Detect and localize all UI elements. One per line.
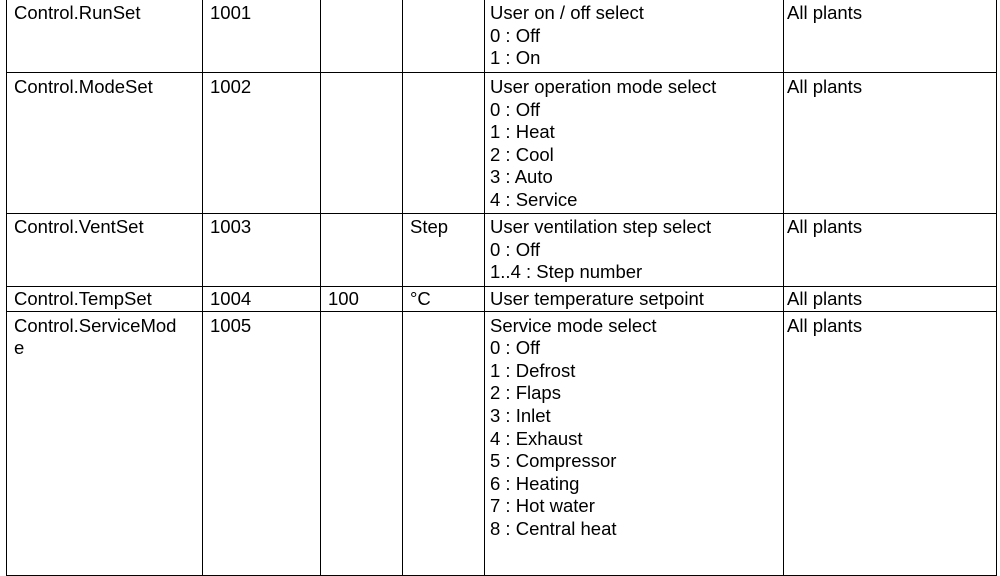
register-applies: All plants xyxy=(783,286,997,312)
description-line: User on / off select xyxy=(490,2,644,23)
register-description: User operation mode select 0 : Off 1 : H… xyxy=(484,72,784,214)
register-name: Control.ServiceMod e xyxy=(6,310,203,576)
description-line: 2 : Flaps xyxy=(490,382,561,404)
register-name: Control.TempSet xyxy=(6,286,203,312)
register-applies: All plants xyxy=(783,310,997,576)
table-row: Control.ModeSet 1002 User operation mode… xyxy=(6,72,997,214)
register-factor xyxy=(320,72,403,214)
register-name: Control.RunSet xyxy=(6,0,203,73)
register-name-line: Control.ServiceMod xyxy=(14,314,177,336)
register-description: User ventilation step select 0 : Off 1..… xyxy=(484,213,784,287)
register-factor xyxy=(320,213,403,287)
description-line: 1 : On xyxy=(490,47,541,69)
register-unit xyxy=(402,0,485,73)
register-factor xyxy=(320,310,403,576)
description-line: User ventilation step select xyxy=(490,216,712,237)
register-unit: Step xyxy=(402,213,485,287)
register-table: Control.RunSet 1001 User on / off select… xyxy=(6,0,997,576)
description-line: 5 : Compressor xyxy=(490,450,617,472)
table-row: Control.TempSet 1004 100 °C User tempera… xyxy=(6,286,997,312)
register-description: User on / off select 0 : Off 1 : On xyxy=(484,0,784,73)
description-line: 4 : Service xyxy=(490,188,578,210)
register-address: 1001 xyxy=(202,0,321,73)
register-address: 1002 xyxy=(202,72,321,214)
description-line: 4 : Exhaust xyxy=(490,427,583,449)
table-row: Control.VentSet 1003 Step User ventilati… xyxy=(6,213,997,287)
register-name: Control.ModeSet xyxy=(6,72,203,214)
description-line: User operation mode select xyxy=(490,76,717,97)
description-line: 1 : Defrost xyxy=(490,359,576,381)
description-line: 1 : Heat xyxy=(490,121,555,143)
register-description: Service mode select 0 : Off 1 : Defrost … xyxy=(484,310,784,576)
table-row: Control.RunSet 1001 User on / off select… xyxy=(6,0,997,73)
description-line: 3 : Auto xyxy=(490,166,553,188)
register-factor: 100 xyxy=(320,286,403,312)
description-line: 3 : Inlet xyxy=(490,404,551,426)
register-unit: °C xyxy=(402,286,485,312)
register-description: User temperature setpoint xyxy=(484,286,784,312)
register-address: 1003 xyxy=(202,213,321,287)
register-applies: All plants xyxy=(783,213,997,287)
description-line: 1..4 : Step number xyxy=(490,261,643,283)
register-factor xyxy=(320,0,403,73)
table-row: Control.ServiceMod e 1005 Service mode s… xyxy=(6,310,997,576)
register-applies: All plants xyxy=(783,72,997,214)
register-unit xyxy=(402,72,485,214)
register-name-line: e xyxy=(14,337,25,359)
register-address: 1004 xyxy=(202,286,321,312)
description-line: User temperature setpoint xyxy=(490,288,704,309)
description-line: 0 : Off xyxy=(490,238,541,260)
description-line: 0 : Off xyxy=(490,337,541,359)
register-name: Control.VentSet xyxy=(6,213,203,287)
description-line: 0 : Off xyxy=(490,98,541,120)
description-line: 2 : Cool xyxy=(490,143,554,165)
description-line: 6 : Heating xyxy=(490,472,580,494)
description-line: 0 : Off xyxy=(490,24,541,46)
register-address: 1005 xyxy=(202,310,321,576)
register-unit xyxy=(402,310,485,576)
register-applies: All plants xyxy=(783,0,997,73)
description-line: 7 : Hot water xyxy=(490,495,595,517)
description-line: 8 : Central heat xyxy=(490,517,617,539)
description-line: Service mode select xyxy=(490,314,657,336)
